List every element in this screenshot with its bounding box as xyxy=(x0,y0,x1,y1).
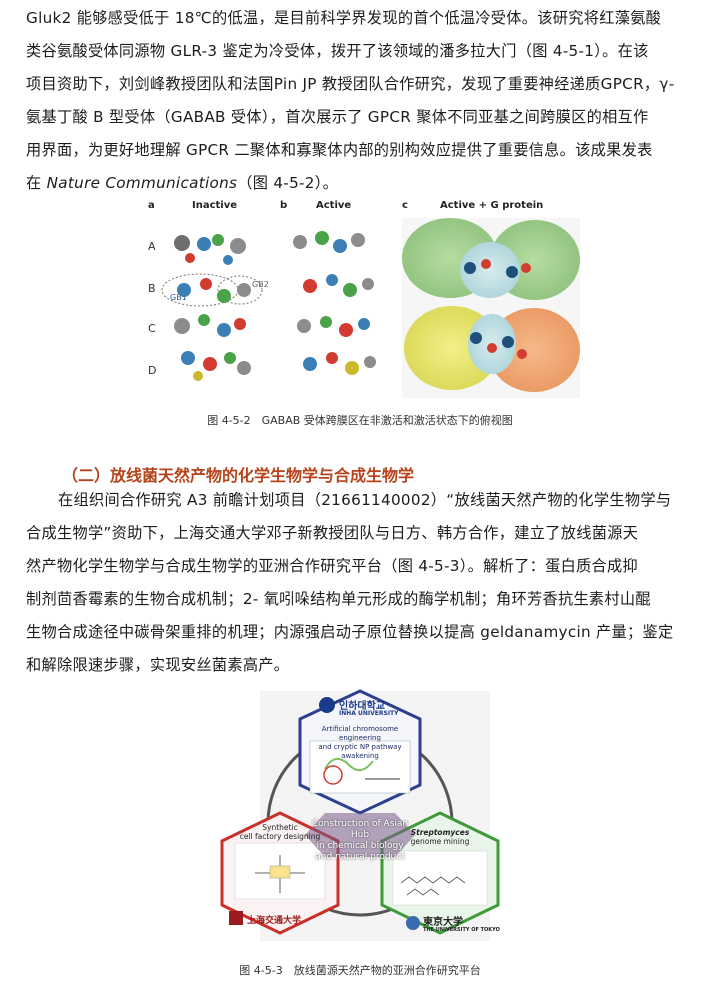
row-label-b: B xyxy=(148,282,156,295)
paragraph-2-line-3: 然产物化学生物学与合成生物学的亚洲合作研究平台（图 4-5-3）。解析了：蛋白质… xyxy=(26,557,639,575)
gb2-outline xyxy=(217,275,263,305)
left-title-line-1: Synthetic xyxy=(262,823,298,832)
gb1-label: GB1 xyxy=(170,293,187,302)
paragraph-1-line-4: 氨基丁酸 B 型受体（GABAB 受体），首次展示了 GPCR 聚体不同亚基之间… xyxy=(26,108,649,126)
structure-artwork xyxy=(161,218,580,398)
figure-gabab-structures: a Inactive b Active c Active + G protein… xyxy=(140,198,580,398)
inha-sub: INHA UNIVERSITY xyxy=(339,710,399,717)
hub-line-3: and natural product xyxy=(315,852,405,862)
paragraph-2-line-5: 生物合成途径中碳骨架重排的机理；内源强启动子原位替换以提高 geldanamyc… xyxy=(26,623,674,641)
inha-name: 인하대학교 xyxy=(339,701,385,712)
hub-center-banner xyxy=(305,813,415,857)
panel-label-a: a xyxy=(148,200,155,211)
row-label-d: D xyxy=(148,364,157,377)
paragraph-2: 在组织间合作研究 A3 前瞻计划项目（21661140002）“放线菌天然产物的… xyxy=(26,484,696,682)
top-hex-line-1: Artificial chromosome engineering xyxy=(321,725,399,742)
left-title-line-2: cell factory designing xyxy=(239,832,321,841)
hub-line-2: in chemical biology xyxy=(316,841,404,851)
right-title-line-1: Streptomyces xyxy=(410,828,470,837)
top-hex-line-2: and cryptic NP pathway awakening xyxy=(318,743,402,760)
panel-title-active-g-protein: Active + G protein xyxy=(440,200,544,211)
row-label-c: C xyxy=(148,322,156,335)
panel-title-active: Active xyxy=(316,200,352,211)
top-hex-text: Artificial chromosome engineering and cr… xyxy=(300,725,420,761)
right-title-line-2: genome mining xyxy=(410,837,470,846)
paragraph-2-line-6: 和解除限速步骤，实现安丝菌素高产。 xyxy=(26,656,290,674)
panel-label-c: c xyxy=(402,200,408,211)
paragraph-1: Gluk2 能够感受低于 18℃的低温，是目前科学界发现的首个低温冷受体。该研究… xyxy=(26,2,696,200)
inactive-helices xyxy=(174,234,251,381)
hub-center-text: Construction of Asian Hub in chemical bi… xyxy=(307,819,413,863)
g-protein-surfaces xyxy=(402,218,580,398)
left-hex-title: Synthetic cell factory designing xyxy=(227,823,333,841)
paragraph-2-line-1: 在组织间合作研究 A3 前瞻计划项目（21661140002）“放线菌天然产物的… xyxy=(58,491,672,509)
citation-suffix: （图 4-5-2）。 xyxy=(237,174,339,192)
figure-asian-hub-platform: 인하대학교 INHA UNIVERSITY Artificial chromos… xyxy=(215,683,505,948)
sjtu-logo-icon xyxy=(229,911,243,925)
active-helices xyxy=(293,231,376,375)
tokyo-name: 東京大学 xyxy=(423,917,463,928)
inha-logo-icon xyxy=(319,697,335,713)
hub-diagram xyxy=(220,689,500,941)
paragraph-1-line-3: 项目资助下，刘剑峰教授团队和法国Pin JP 教授团队合作研究，发现了重要神经递… xyxy=(26,75,675,93)
journal-name: Nature Communications xyxy=(46,174,238,192)
paragraph-1-line-1: Gluk2 能够感受低于 18℃的低温，是目前科学界发现的首个低温冷受体。该研究… xyxy=(26,9,662,27)
figure-4-5-2-caption: 图 4-5-2 GABAB 受体跨膜区在非激活和激活状态下的俯视图 xyxy=(207,414,513,427)
sjtu-name: 上海交通大学 xyxy=(247,916,302,926)
paragraph-2-line-4: 制剂茴香霉素的生物合成机制；2- 氧吲哚结构单元形成的酶学机制；角环芳香抗生素村… xyxy=(26,590,651,608)
paragraph-1-line-6: 在 Nature Communications（图 4-5-2）。 xyxy=(26,167,696,200)
right-hex-title: Streptomyces genome mining xyxy=(387,828,493,846)
row-label-a: A xyxy=(148,240,156,253)
panel-label-b: b xyxy=(280,200,288,211)
citation-prefix: 在 xyxy=(26,174,47,192)
panel-title-inactive: Inactive xyxy=(192,200,238,211)
paragraph-1-line-2: 类谷氨酸受体同源物 GLR-3 鉴定为冷受体，拨开了该领域的潘多拉大门（图 4-… xyxy=(26,42,649,60)
tokyo-logo-icon xyxy=(406,916,420,930)
tokyo-sub: THE UNIVERSITY OF TOKYO xyxy=(423,927,500,933)
hub-line-1: Construction of Asian Hub xyxy=(311,819,409,840)
paragraph-2-line-2: 合成生物学”资助下，上海交通大学邓子新教授团队与日方、韩方合作，建立了放线菌源天 xyxy=(26,524,639,542)
paragraph-1-line-5: 用界面，为更好地理解 GPCR 二聚体和寡聚体内部的别构效应提供了重要信息。该成… xyxy=(26,141,653,159)
section-heading: （二）放线菌天然产物的化学生物学与合成生物学 xyxy=(62,466,415,485)
figure-4-5-3-caption: 图 4-5-3 放线菌源天然产物的亚洲合作研究平台 xyxy=(239,964,481,977)
